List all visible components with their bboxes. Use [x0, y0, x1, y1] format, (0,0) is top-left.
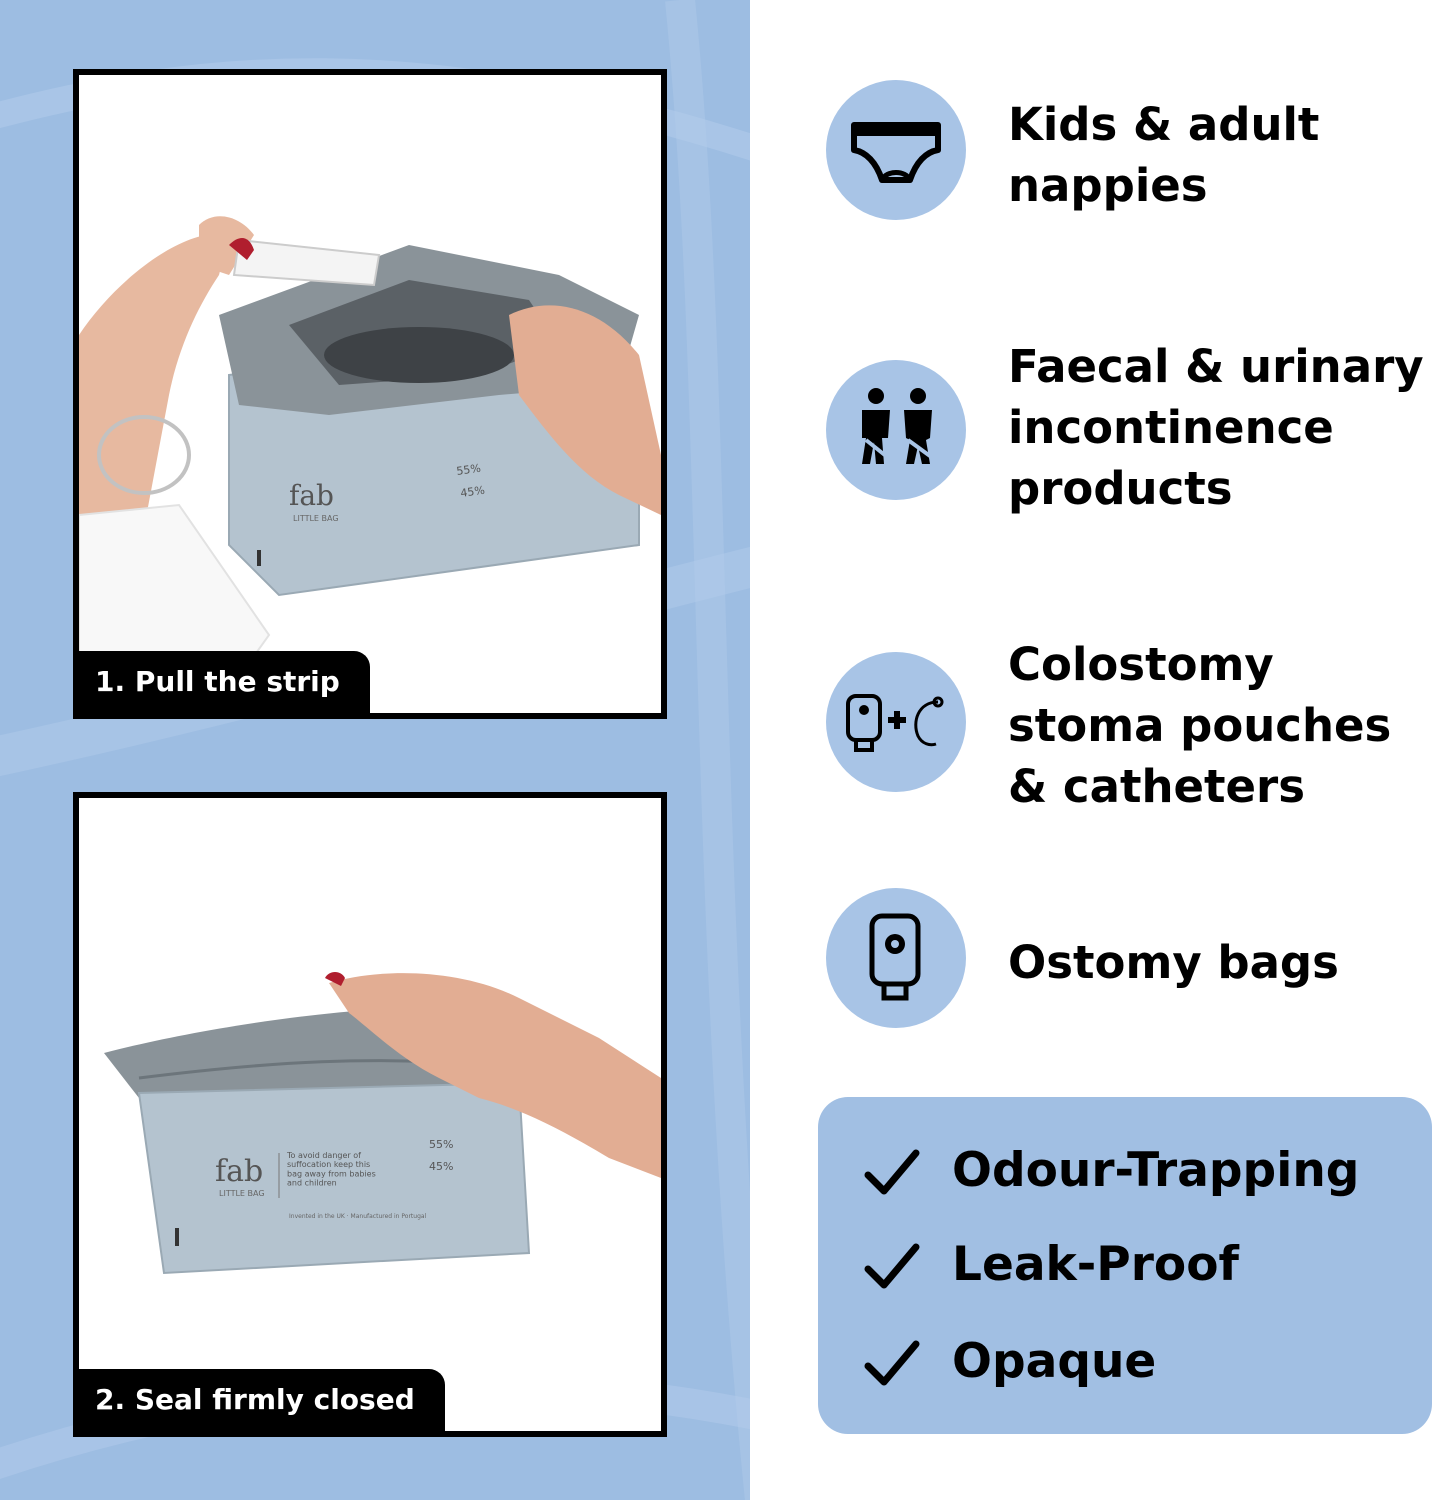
stoma-catheter-icon	[846, 694, 944, 752]
bag-stat1: 55%	[456, 462, 482, 478]
benefit-item: Odour-Trapping	[818, 1131, 1432, 1211]
benefits-box: Odour-Trapping Leak-Proof Opaque	[818, 1097, 1432, 1434]
left-panel: fab LITTLE BAG 55% 45% 1. Pull the strip	[0, 0, 750, 1500]
hands-pulling-strip-photo: fab LITTLE BAG 55% 45%	[79, 75, 661, 713]
feature-icon-circle	[826, 888, 966, 1028]
bag2-sub: LITTLE BAG	[219, 1189, 265, 1198]
benefit-item: Opaque	[818, 1322, 1432, 1402]
check-icon	[864, 1340, 920, 1386]
bag-sub: LITTLE BAG	[293, 514, 339, 523]
step-1-frame: fab LITTLE BAG 55% 45% 1. Pull the strip	[73, 69, 667, 719]
bag2-stat2: 45%	[429, 1160, 453, 1173]
feature-text: Colostomy stoma pouches & catheters	[1008, 638, 1392, 813]
benefit-text: Leak-Proof	[952, 1237, 1239, 1292]
benefit-text: Opaque	[952, 1334, 1157, 1389]
ostomy-bag-icon	[869, 913, 921, 1001]
nappy-icon	[851, 122, 941, 183]
check-icon	[864, 1243, 920, 1289]
bag-brand: fab	[289, 479, 334, 512]
feature-icon-circle	[826, 360, 966, 500]
feature-list: Kids & adult nappies Faecal & urinary in…	[826, 0, 1437, 1080]
bag2-stat1: 55%	[429, 1138, 453, 1151]
benefit-text: Odour-Trapping	[952, 1143, 1360, 1198]
bag2-footer: Invented in the UK · Manufactured in Por…	[289, 1213, 427, 1220]
feature-text: Kids & adult nappies	[1008, 98, 1320, 212]
step-2-label: 2. Seal firmly closed	[79, 1369, 445, 1431]
feature-text: Ostomy bags	[1008, 936, 1339, 989]
feature-icon-circle	[826, 652, 966, 792]
feature-icon-circle	[826, 80, 966, 220]
bag-stat2: 45%	[460, 484, 486, 500]
incontinence-icon	[862, 388, 932, 464]
bag2-brand: fab	[215, 1154, 263, 1189]
feature-text: Faecal & urinary incontinence products	[1008, 340, 1424, 515]
benefit-item: Leak-Proof	[818, 1225, 1432, 1305]
step-1-label: 1. Pull the strip	[79, 651, 370, 713]
check-icon	[864, 1149, 920, 1195]
